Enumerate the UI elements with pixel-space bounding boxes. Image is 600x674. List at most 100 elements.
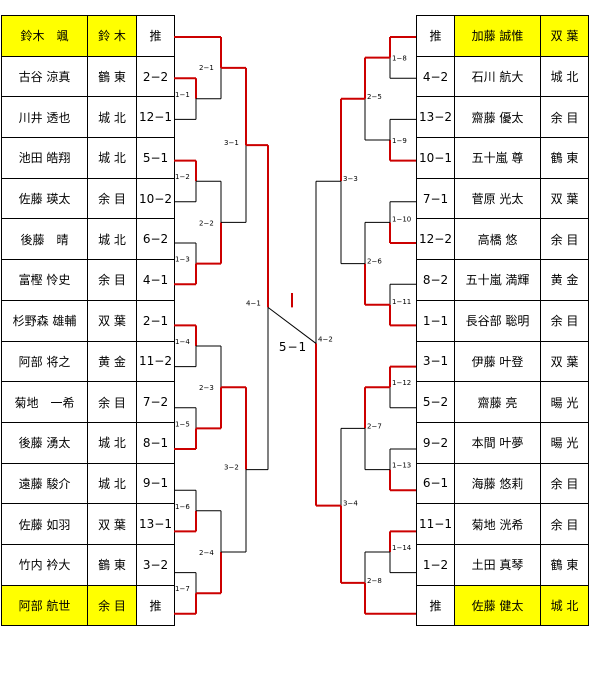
match-label: 1−9 (392, 137, 407, 145)
match-label: 4−1 (246, 299, 261, 307)
entry-seed: 10−2 (136, 177, 175, 220)
entry-seed: 3−2 (136, 543, 175, 586)
match-label: 1−11 (392, 298, 411, 306)
entry-school: 余 目 (87, 177, 137, 220)
entry-name: 富樫 怜史 (1, 259, 88, 301)
entry-name: 川井 透也 (1, 96, 88, 139)
right-entry-row: 推佐藤 健太城 北 (416, 584, 589, 627)
entry-name: 池田 皓翔 (1, 137, 88, 179)
entry-school: 余 目 (540, 96, 589, 139)
entry-school: 城 北 (87, 96, 137, 139)
entry-name: 土田 真琴 (454, 543, 541, 586)
entry-school: 余 目 (87, 381, 137, 423)
entry-school: 余 目 (540, 299, 589, 342)
match-label: 1−8 (392, 55, 407, 63)
match-label: 4−2 (318, 335, 333, 343)
entry-seed: 7−2 (136, 381, 175, 423)
entry-seed: 9−2 (416, 421, 455, 464)
entry-name: 阿部 航世 (1, 584, 88, 627)
entry-school: 城 北 (87, 421, 137, 464)
match-label: 2−3 (199, 384, 214, 392)
match-label: 1−7 (175, 585, 190, 593)
entry-name: 佐藤 健太 (454, 584, 541, 627)
match-label: 2−4 (199, 549, 214, 557)
entry-school: 双 葉 (540, 177, 589, 220)
entry-school: 城 北 (87, 137, 137, 179)
match-label: 1−14 (392, 544, 412, 552)
match-label: 2−8 (367, 577, 382, 585)
match-label: 2−7 (367, 422, 382, 430)
entry-seed: 推 (136, 584, 175, 627)
left-entry-row: 鈴木 颯鈴 木推 (1, 15, 175, 57)
entry-name: 阿部 将之 (1, 340, 88, 383)
entry-name: 五十嵐 尊 (454, 137, 541, 179)
entry-seed: 2−2 (136, 55, 175, 98)
match-label: 3−3 (343, 175, 358, 183)
entry-seed: 8−2 (416, 259, 455, 301)
match-label: 1−4 (175, 338, 190, 346)
entry-school: 城 北 (540, 584, 589, 627)
entry-school: 余 目 (540, 503, 589, 545)
match-label: 2−2 (199, 219, 214, 227)
match-label: 2−1 (199, 64, 214, 72)
entry-school: 黄 金 (87, 340, 137, 383)
match-label: 1−10 (392, 215, 411, 223)
entry-school: 余 目 (540, 462, 589, 505)
entry-school: 双 葉 (540, 15, 589, 57)
entry-seed: 11−2 (136, 340, 175, 383)
entry-name: 鈴木 颯 (1, 15, 88, 57)
entry-school: 黄 金 (540, 259, 589, 301)
entry-name: 長谷部 聡明 (454, 299, 541, 342)
entry-seed: 12−2 (416, 218, 455, 261)
match-label: 1−5 (175, 420, 190, 428)
entry-seed: 5−2 (416, 381, 455, 423)
match-label: 1−3 (175, 256, 190, 264)
entry-school: 暘 光 (540, 421, 589, 464)
entry-name: 海藤 悠莉 (454, 462, 541, 505)
match-label: 1−13 (392, 462, 411, 470)
entry-name: 菊地 洸希 (454, 503, 541, 545)
match-label: 1−2 (175, 173, 190, 181)
entry-school: 余 目 (87, 259, 137, 301)
entry-seed: 2−1 (136, 299, 175, 342)
entry-seed: 7−1 (416, 177, 455, 220)
entry-seed: 13−1 (136, 503, 175, 545)
left-entry-row: 阿部 航世余 目推 (1, 584, 175, 627)
match-label: 1−6 (175, 503, 190, 511)
entry-name: 高橋 悠 (454, 218, 541, 261)
entry-seed: 1−1 (416, 299, 455, 342)
match-label: 2−5 (367, 93, 382, 101)
entry-seed: 推 (136, 15, 175, 57)
match-label: 3−2 (224, 464, 239, 472)
entry-name: 佐藤 如羽 (1, 503, 88, 545)
entry-seed: 5−1 (136, 137, 175, 179)
entry-name: 齋藤 亮 (454, 381, 541, 423)
entry-school: 余 目 (87, 584, 137, 627)
entry-seed: 13−2 (416, 96, 455, 139)
match-label: 2−6 (367, 258, 382, 266)
entry-name: 佐藤 瑛太 (1, 177, 88, 220)
entry-name: 後藤 晴 (1, 218, 88, 261)
entry-school: 暘 光 (540, 381, 589, 423)
